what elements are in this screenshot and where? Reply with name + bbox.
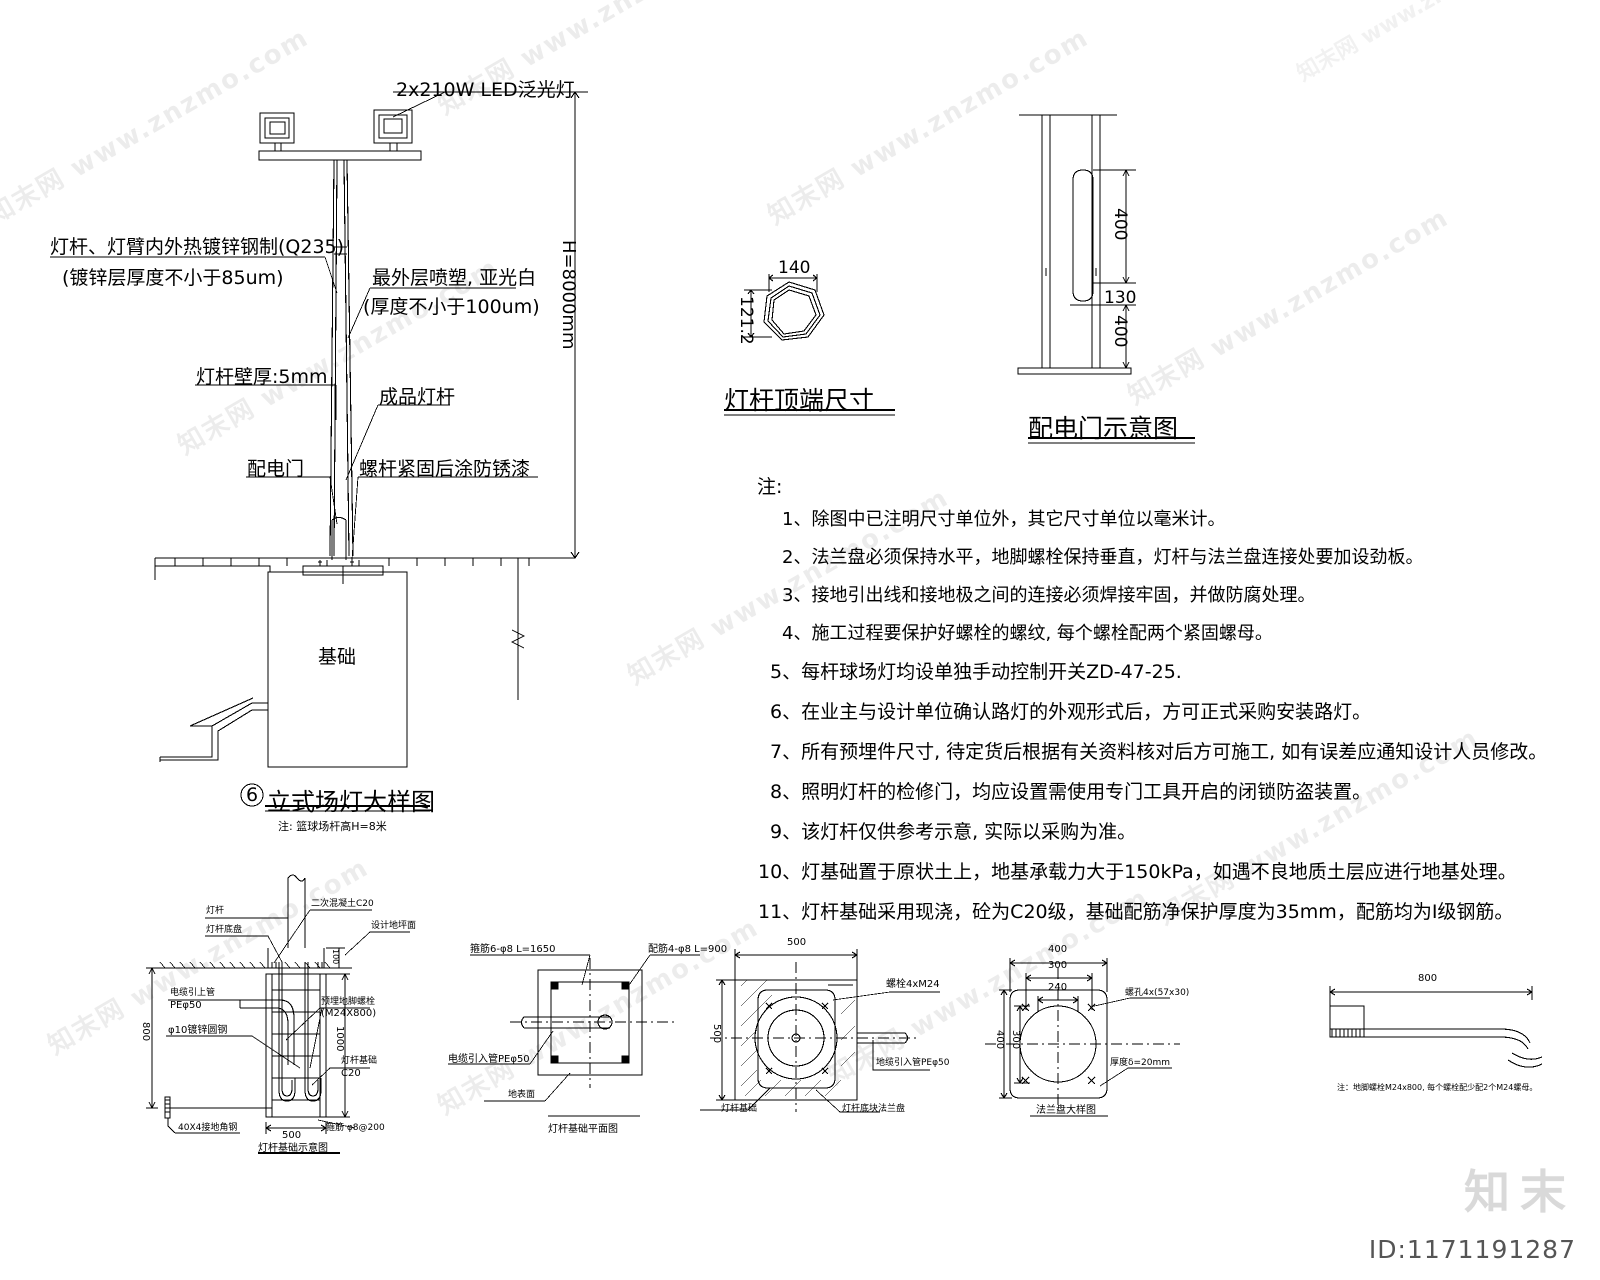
detail1-dim-500: 500 — [282, 1130, 302, 1141]
coating-label-line2: (厚度不小于100um) — [363, 296, 540, 318]
detail1-dim-800: 800 — [140, 1022, 151, 1042]
detail4-holes-label: 螺孔4x(57x30) — [1125, 988, 1190, 998]
note-item: 8、照明灯杆的检修门，均应设置需使用专门工具开启的闭锁防盗装置。 — [770, 781, 1372, 803]
main-title: 立式场灯大样图 — [267, 788, 435, 816]
detail1-base-plate-label: 灯杆底盘 — [206, 925, 243, 935]
detail1-stirrup-label: 箍筋 φ8@200 — [326, 1123, 385, 1133]
pole-material-label-line1: 灯杆、灯臂内外热镀锌钢制(Q235) — [50, 236, 345, 258]
note-item: 2、法兰盘必须保持水平，地脚螺栓保持垂直，灯杆与法兰盘连接处要加设劲板。 — [782, 547, 1424, 568]
detail2-rebar-label: 配筋4-φ8 L=900 — [648, 944, 728, 955]
detail4-dim-300-left: 300 — [1010, 1030, 1021, 1050]
note-item: 1、除图中已注明尺寸单位外，其它尺寸单位以毫米计。 — [782, 509, 1226, 530]
note-item: 3、接地引出线和接地极之间的连接必须焊接牢固，并做防腐处理。 — [782, 585, 1316, 606]
detail1-round-steel-label: φ10镀锌圆钢 — [168, 1025, 228, 1036]
door-detail-caption: 配电门示意图 — [1028, 414, 1179, 443]
note-item: 9、该灯杆仅供参考示意, 实际以采购为准。 — [770, 821, 1137, 843]
detail2-conduit-label: 电缆引入管PEφ50 — [448, 1054, 530, 1065]
note-item: 11、灯杆基础采用现浇，砼为C20级，基础配筋净保护厚度为35mm，配筋均为I级… — [758, 901, 1514, 923]
detail3-dim-width: 500 — [787, 937, 807, 948]
door-dim-mid: 130 — [1104, 288, 1137, 308]
top-section-height-dim: 121.2 — [736, 296, 756, 345]
detail2-surface-label: 地表面 — [508, 1090, 536, 1100]
detail1-ground-label: 设计地坪面 — [371, 921, 417, 931]
main-title-note: 注: 篮球场杆高H=8米 — [278, 820, 387, 833]
detail1-base-label-line2: C20 — [341, 1068, 361, 1079]
detail4-dim-400-left: 400 — [994, 1030, 1005, 1050]
note-item: 4、施工过程要保护好螺栓的螺纹, 每个螺栓配两个紧固螺母。 — [782, 623, 1273, 644]
top-section-caption: 灯杆顶端尺寸 — [724, 386, 875, 415]
note-item: 6、在业主与设计单位确认路灯的外观形式后，方可正式采购安装路灯。 — [770, 701, 1372, 723]
site-brand: 知末 — [1464, 1165, 1576, 1219]
detail4-thickness-label: 厚度δ=20mm — [1110, 1058, 1171, 1068]
detail2-stirrup-label: 箍筋6-φ8 L=1650 — [470, 944, 556, 955]
detail3-conduit-label: 地缆引入管PEφ50 — [876, 1058, 950, 1068]
detail4-dim-300-top: 300 — [1048, 960, 1068, 971]
detail1-anchor-label-line2: (M24X800) — [321, 1008, 377, 1019]
detail3-caption-right: 灯杆底块法兰盘 — [842, 1104, 906, 1114]
height-dimension: H=8000mm — [558, 240, 579, 350]
detail3-caption-left: 灯杆基础 — [721, 1104, 758, 1114]
top-section-width-dim: 140 — [778, 258, 811, 278]
detail1-anchor-label-line1: 预埋地脚螺栓 — [321, 997, 376, 1007]
finished-pole-label: 成品灯杆 — [379, 386, 456, 408]
lamp-type-label: 2x210W LED泛光灯 — [396, 79, 575, 101]
bolt-paint-label: 螺杆紧固后涂防锈漆 — [359, 458, 531, 480]
door-dim-lower: 400 — [1110, 315, 1130, 348]
detail3-bolts-label: 螺栓4xM24 — [886, 979, 940, 990]
detail1-concrete2-label: 二次混凝土C20 — [311, 899, 374, 909]
detail1-pole-label: 灯杆 — [206, 906, 225, 916]
detail1-dim-100: 100 — [331, 949, 340, 965]
coating-label-line1: 最外层喷塑, 亚光白 — [372, 267, 537, 289]
note-item: 10、灯基础置于原状土上，地基承载力大于150kPa，如遇不良地质土层应进行地基… — [758, 861, 1517, 883]
detail1-dim-1000: 1000 — [334, 1026, 345, 1052]
main-title-number: 6 — [246, 784, 259, 806]
detail4-dim-400-top: 400 — [1048, 944, 1068, 955]
detail4-dim-240: 240 — [1048, 982, 1068, 993]
detail1-conduit-label-line2: PEφ50 — [170, 1000, 202, 1011]
detail5-note: 注：地脚螺栓M24x800, 每个螺栓配少配2个M24螺母。 — [1337, 1083, 1538, 1092]
detail2-caption: 灯杆基础平面图 — [548, 1124, 618, 1135]
detail1-caption: 灯杆基础示意图 — [258, 1143, 328, 1154]
pole-material-label-line2: (镀锌层厚度不小于85um) — [62, 267, 284, 289]
detail3-dim-height: 500 — [711, 1024, 722, 1044]
detail5-dim-length: 800 — [1418, 973, 1438, 984]
sheet-id: ID:1171191287 — [1368, 1235, 1576, 1264]
detail1-base-label-line1: 灯杆基础 — [341, 1056, 378, 1066]
detail4-caption: 法兰盘大样图 — [1036, 1105, 1096, 1116]
note-item: 7、所有预埋件尺寸, 待定货后根据有关资料核对后方可施工, 如有误差应通知设计人… — [770, 741, 1548, 763]
foundation-label: 基础 — [318, 646, 357, 668]
door-dim-upper: 400 — [1110, 208, 1130, 241]
notes-heading: 注: — [757, 476, 783, 498]
detail1-conduit-label-line1: 电缆引上管 — [170, 988, 216, 998]
distribution-door-label: 配电门 — [247, 458, 305, 480]
wall-thickness-label: 灯杆壁厚:5mm — [196, 366, 328, 388]
detail1-ground-angle-label: 40X4接地角钢 — [178, 1123, 238, 1133]
note-item: 5、每杆球场灯均设单独手动控制开关ZD-47-25. — [770, 661, 1182, 683]
